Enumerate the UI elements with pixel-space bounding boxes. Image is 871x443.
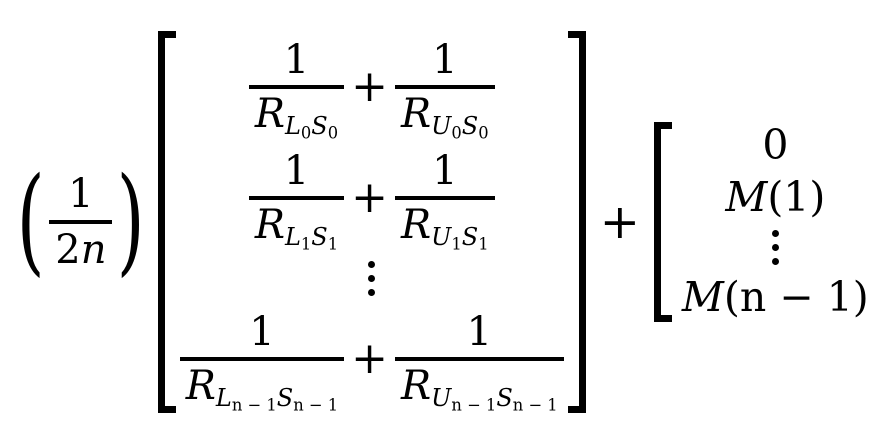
fraction-bar — [248, 84, 345, 89]
matrix2-entry-0: 0 — [762, 120, 789, 169]
matrix2-rows: 0 M(1) M(n − 1) — [674, 122, 871, 322]
denominator: RL0S0 — [249, 90, 344, 143]
matrix-resistances: 1 RL0S0 + 1 RU0S0 1 — [157, 30, 586, 413]
fraction-bar — [395, 84, 495, 89]
scalar-fraction: 1 2n — [49, 170, 113, 273]
resistance-symbol: R — [254, 90, 285, 137]
sub-index-1: n − 1 — [451, 395, 497, 415]
resistance-subscript: L0S0 — [284, 111, 339, 143]
sub-letter-2: S — [311, 222, 328, 251]
matrix2-row-ellipsis — [771, 228, 779, 267]
denominator: RU1S1 — [395, 201, 495, 254]
sub-index-2: n − 1 — [293, 395, 339, 415]
sub-letter-1: L — [284, 111, 301, 140]
numerator: 1 — [432, 36, 458, 83]
matrix1-row-ellipsis — [368, 259, 376, 298]
scalar-denominator-variable: n — [80, 226, 107, 273]
matrix1-rowlast-term2: 1 RUn − 1Sn − 1 — [395, 308, 564, 415]
matrix1-row0-operator: + — [351, 60, 389, 112]
sub-letter-2: S — [311, 111, 328, 140]
function-argument: (n − 1) — [723, 273, 869, 322]
resistance-subscript: U1S1 — [431, 222, 489, 254]
resistance-symbol: R — [185, 362, 216, 409]
scalar-denominator-coefficient: 2 — [55, 226, 81, 273]
numerator: 1 — [432, 147, 458, 194]
ellipsis-dot — [368, 274, 376, 282]
matrix2-entry-last: M(n − 1) — [682, 276, 869, 319]
ellipsis-dot — [771, 230, 779, 238]
sub-index-1: n − 1 — [231, 395, 277, 415]
scalar-fraction-bar — [49, 219, 113, 224]
fraction-bar — [395, 195, 495, 200]
numerator: 1 — [466, 308, 493, 355]
matrix2-entry-1: M(1) — [725, 172, 826, 221]
fraction-bar — [395, 356, 564, 361]
function-argument: (1) — [767, 172, 826, 221]
ellipsis-dot — [771, 244, 779, 252]
resistance-subscript: Un − 1Sn − 1 — [431, 383, 558, 415]
matrix2-left-bracket — [653, 121, 674, 322]
matrix1-row0-term2: 1 RU0S0 — [395, 36, 495, 143]
formula-expression: ( 1 2n ) 1 RL0S0 + — [8, 30, 871, 413]
sub-index-2: 0 — [327, 123, 339, 143]
sub-index-1: 0 — [451, 123, 462, 143]
matrix1-left-bracket — [157, 30, 178, 413]
matrix1-row0-term1: 1 RL0S0 — [248, 36, 345, 143]
denominator: RL1S1 — [249, 201, 344, 254]
sub-letter-2: S — [276, 383, 294, 412]
sub-index-2: 1 — [327, 234, 339, 254]
sub-letter-1: L — [215, 383, 232, 412]
matrix1-rows: 1 RL0S0 + 1 RU0S0 1 — [178, 31, 566, 413]
resistance-symbol: R — [401, 201, 432, 248]
sub-letter-2: S — [496, 383, 513, 412]
resistance-symbol: R — [401, 90, 432, 137]
numerator: 1 — [249, 308, 275, 355]
matrix1-row-1: 1 RL1S1 + 1 RU1S1 — [248, 147, 495, 254]
scalar-numerator: 1 — [68, 170, 94, 217]
denominator: RU0S0 — [395, 90, 495, 143]
sub-letter-2: S — [461, 222, 479, 251]
matrix1-row1-term2: 1 RU1S1 — [395, 147, 495, 254]
numerator: 1 — [283, 147, 310, 194]
sub-index-2: 1 — [478, 234, 489, 254]
sub-letter-1: U — [431, 383, 452, 412]
matrix1-row-last: 1 RLn − 1Sn − 1 + 1 RUn − 1Sn − 1 — [179, 308, 564, 415]
resistance-symbol: R — [254, 201, 285, 248]
sub-index-1: 0 — [300, 123, 312, 143]
resistance-subscript: U0S0 — [431, 111, 489, 143]
matrix1-row1-operator: + — [351, 171, 389, 223]
resistance-subscript: Ln − 1Sn − 1 — [215, 383, 339, 415]
matrix1-row-0: 1 RL0S0 + 1 RU0S0 — [248, 36, 495, 143]
sub-index-2: n − 1 — [512, 395, 558, 415]
sub-letter-2: S — [461, 111, 479, 140]
function-symbol: M — [681, 273, 724, 322]
sub-index-1: 1 — [300, 234, 312, 254]
sub-index-1: 1 — [451, 234, 462, 254]
sub-letter-1: U — [431, 222, 452, 251]
denominator: RUn − 1Sn − 1 — [395, 362, 564, 415]
ellipsis-dot — [771, 258, 779, 266]
matrix1-row1-term1: 1 RL1S1 — [248, 147, 345, 254]
scalar-factor: ( 1 2n ) — [8, 153, 154, 289]
left-parenthesis: ( — [16, 153, 45, 289]
sub-letter-1: U — [431, 111, 452, 140]
matrix1-rowlast-operator: + — [351, 332, 389, 384]
ellipsis-dot — [368, 288, 376, 296]
resistance-symbol: R — [401, 362, 432, 409]
sub-letter-1: L — [284, 222, 301, 251]
fraction-bar — [248, 195, 345, 200]
right-parenthesis: ) — [117, 153, 146, 289]
resistance-subscript: L1S1 — [284, 222, 339, 254]
matrix1-right-bracket — [566, 30, 586, 413]
numerator: 1 — [283, 36, 310, 83]
fraction-bar — [179, 356, 345, 361]
ellipsis-dot — [368, 260, 376, 268]
matrix-offsets: 0 M(1) M(n − 1) — [653, 121, 871, 322]
sub-index-2: 0 — [478, 123, 489, 143]
function-symbol: M — [725, 172, 768, 221]
outer-plus-operator: + — [599, 193, 640, 250]
scalar-denominator: 2n — [49, 226, 112, 273]
matrix1-rowlast-term1: 1 RLn − 1Sn − 1 — [179, 308, 345, 415]
denominator: RLn − 1Sn − 1 — [180, 362, 344, 415]
